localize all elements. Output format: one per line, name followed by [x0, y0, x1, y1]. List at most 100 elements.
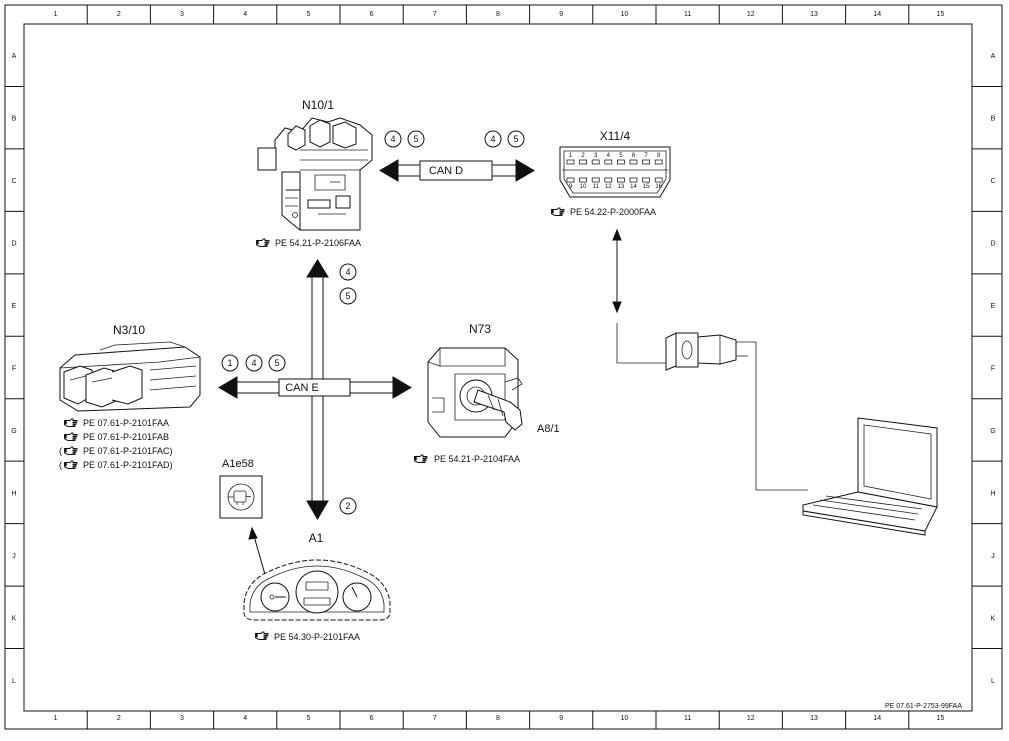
diag-link-arrow	[612, 228, 622, 314]
grid-row-label: E	[12, 303, 17, 310]
obd-pin	[642, 159, 650, 165]
grid-col-label: 1	[54, 715, 58, 722]
grid-row-label: H	[11, 490, 16, 497]
grid-col-label: 5	[306, 715, 310, 722]
grid-row-label: B	[991, 116, 996, 123]
obd-pin-label: 6	[632, 153, 636, 159]
a8-1-label: A8/1	[537, 423, 560, 435]
n10-1-module	[257, 117, 373, 231]
a1e58-warning-lamp	[219, 475, 263, 519]
grid-col-label: 15	[937, 715, 945, 722]
note-circle: 5	[513, 134, 518, 144]
obd-pin	[591, 159, 600, 165]
n10-1-label: N10/1	[302, 98, 334, 112]
a1-instrument-cluster	[243, 559, 391, 621]
obd-pin	[566, 159, 575, 165]
grid-col-label: 5	[306, 11, 310, 18]
obd-pin	[654, 159, 663, 165]
a1-ref-text[interactable]: PE 54.30-P-2101FAA	[274, 632, 360, 642]
grid-col-label: 2	[117, 715, 121, 722]
n10-1-ref-text[interactable]: PE 54.21-P-2106FAA	[275, 238, 361, 248]
laptop	[802, 417, 938, 536]
a1-label: A1	[309, 531, 324, 545]
note-circle: 1	[227, 358, 232, 368]
can-d-bus: CAN D	[379, 159, 535, 182]
grid-row-label: K	[12, 615, 17, 622]
grid-row-label: L	[991, 678, 995, 685]
n3-10-refs[interactable]: PE 07.61-P-2101FAA PE 07.61-P-2101FAB ( …	[59, 418, 173, 470]
grid-col-label: 12	[747, 715, 755, 722]
pointing-hand-icon	[64, 418, 78, 427]
obd-pin	[654, 177, 663, 183]
grid-row-label: J	[12, 553, 16, 560]
n3-10-ref-text[interactable]: PE 07.61-P-2101FAB	[83, 432, 169, 442]
n3-10-ref-text[interactable]: PE 07.61-P-2101FAA	[83, 418, 169, 428]
obd-pin-label: 9	[569, 184, 573, 190]
n73-ref-text[interactable]: PE 54.21-P-2104FAA	[434, 454, 520, 464]
can-e-left-arrow	[218, 376, 238, 399]
obd-pin-label: 14	[630, 184, 637, 190]
grid-row-label: J	[991, 553, 995, 560]
can-e-label: CAN E	[285, 382, 319, 394]
n73-ref[interactable]: PE 54.21-P-2104FAA	[414, 454, 521, 464]
can-e-horizontal-notes: 1 4 5	[221, 354, 286, 372]
x11-4-ref[interactable]: PE 54.22-P-2000FAA	[551, 207, 657, 217]
grid-col-label: 10	[621, 11, 629, 18]
grid-col-label: 13	[810, 715, 818, 722]
pointing-hand-icon	[64, 460, 78, 469]
a1e58-label: A1e58	[222, 458, 254, 470]
n3-10-ref-paren: (	[59, 460, 62, 470]
obd-pin	[579, 159, 587, 165]
n3-10-ref-text[interactable]: PE 07.61-P-2101FAC)	[83, 446, 173, 456]
inner-frame	[23, 23, 973, 712]
can-d-left-arrow	[379, 159, 399, 182]
obd-pin-label: 5	[619, 153, 623, 159]
grid-row-label: C	[11, 178, 16, 185]
diagnostic-adapter	[616, 323, 808, 491]
grid-col-label: 4	[243, 715, 247, 722]
note-circle: 4	[390, 134, 395, 144]
note-circle: 5	[413, 134, 418, 144]
grid-col-label: 14	[873, 715, 881, 722]
obd-pin-label: 2	[581, 153, 585, 159]
grid-row-label: C	[990, 178, 995, 185]
can-d-right-arrow	[515, 159, 535, 182]
obd-pin	[642, 177, 650, 183]
grid-col-label: 11	[684, 715, 691, 722]
obd-pin-label: 12	[605, 184, 612, 190]
can-e-down-arrow	[306, 500, 329, 520]
pointing-hand-icon	[64, 432, 78, 441]
can-e-right-arrow	[392, 376, 412, 399]
n73-label: N73	[469, 322, 491, 336]
grid-row-label: A	[12, 53, 17, 60]
grid-row-label: K	[991, 615, 996, 622]
obd-pin-label: 1	[569, 153, 573, 159]
grid-row-label: G	[990, 428, 995, 435]
x11-4-ref-text[interactable]: PE 54.22-P-2000FAA	[570, 207, 656, 217]
can-e-vertical-notes: 4 5 2	[339, 263, 357, 515]
grid-row-label: E	[991, 303, 996, 310]
can-d-notes-right: 4 5	[484, 130, 525, 148]
grid-col-label: 7	[433, 11, 437, 18]
a1-ref[interactable]: PE 54.30-P-2101FAA	[255, 631, 361, 642]
grid-row-label: D	[11, 241, 16, 248]
obd-pin	[566, 177, 575, 183]
grid-row-label: H	[990, 490, 995, 497]
outer-frame	[4, 4, 1003, 730]
grid-ticks	[5, 5, 1002, 729]
grid-col-label: 2	[117, 11, 121, 18]
grid-row-label: F	[12, 366, 16, 373]
obd-pin-label: 13	[618, 184, 625, 190]
obd-pin	[579, 177, 587, 183]
pointing-hand-icon	[256, 238, 270, 247]
pointing-hand-icon	[414, 454, 428, 463]
grid-col-label: 12	[747, 11, 755, 18]
obd-pin	[604, 159, 613, 165]
grid-col-label: 8	[496, 715, 500, 722]
n3-10-ref-text[interactable]: PE 07.61-P-2101FAD)	[83, 460, 173, 470]
grid-col-label: 1	[54, 11, 58, 18]
grid-col-label: 14	[873, 11, 881, 18]
n10-1-ref[interactable]: PE 54.21-P-2106FAA	[256, 238, 362, 248]
can-d-notes-left: 4 5	[384, 130, 425, 148]
